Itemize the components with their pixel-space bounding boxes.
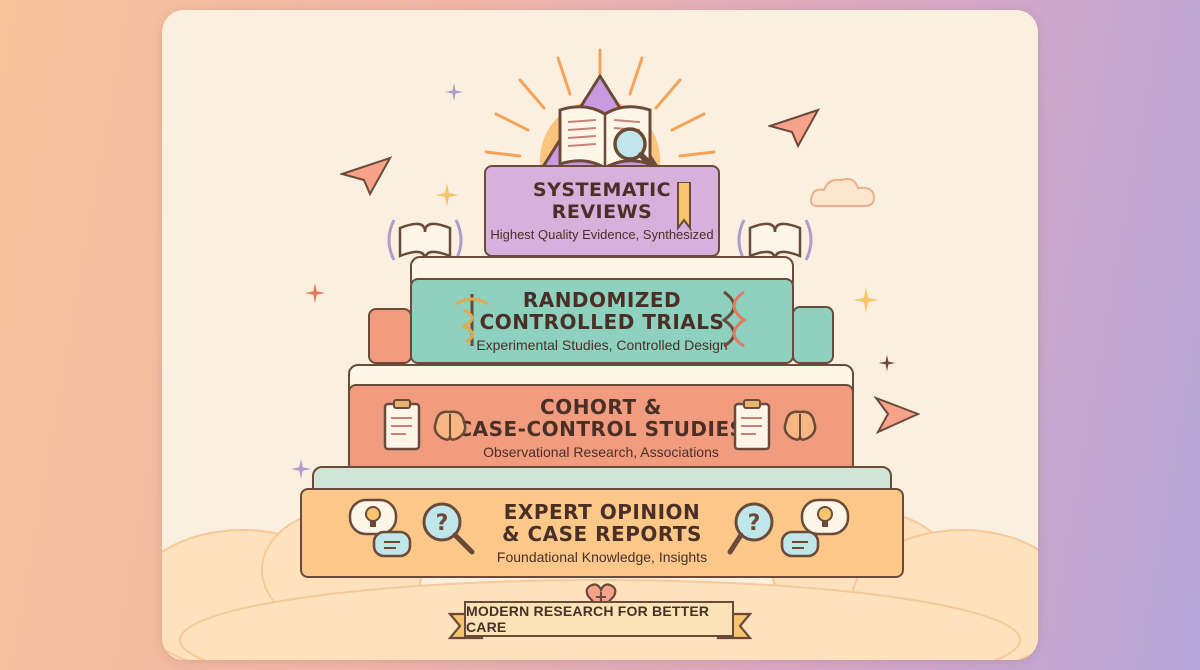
layer-2-subtitle: Experimental Studies, Controlled Design <box>476 337 728 354</box>
layer-3-title-line1: COHORT & <box>540 394 662 419</box>
paper-plane-icon <box>340 156 392 196</box>
chat-icon <box>780 530 820 558</box>
sparkle-icon <box>878 354 896 372</box>
bookmark-ribbon <box>677 182 691 231</box>
layer-3-subtitle: Observational Research, Associations <box>483 444 719 461</box>
sparkle-icon <box>444 82 464 102</box>
lightbulb-icon <box>348 498 398 536</box>
layer-4-subtitle: Foundational Knowledge, Insights <box>496 549 708 566</box>
layer-2-title-line1: RANDOMIZED <box>522 287 682 312</box>
lightbulb-icon <box>800 498 850 536</box>
sparkle-icon <box>290 458 312 480</box>
layer-1-title-line2: REVIEWS <box>551 200 653 223</box>
sparkle-icon <box>304 282 326 304</box>
question-icon: ? <box>422 502 475 555</box>
layer-4-title-line2: & CASE REPORTS <box>502 522 702 546</box>
caduceus-icon <box>455 294 489 346</box>
bottom-banner: MODERN RESEARCH FOR BETTER CARE <box>464 601 734 637</box>
layer-cohort-case-control: COHORT & CASE-CONTROL STUDIES Observatio… <box>348 384 854 472</box>
clipboard-icon <box>733 399 771 451</box>
infographic-card: SYSTEMATIC REVIEWS Highest Quality Evide… <box>162 10 1038 660</box>
layer-4-title-line1: EXPERT OPINION <box>503 499 701 524</box>
banner-text: MODERN RESEARCH FOR BETTER CARE <box>466 603 710 635</box>
layer-randomized-controlled-trials: RANDOMIZED CONTROLLED TRIALS Experimenta… <box>410 278 794 364</box>
brain-icon <box>433 410 467 441</box>
chat-icon <box>372 530 412 558</box>
laurel-icon <box>737 219 813 261</box>
laurel-icon <box>387 219 463 261</box>
svg-text:?: ? <box>748 511 761 536</box>
side-book-left <box>368 308 412 364</box>
dna-icon <box>721 290 747 348</box>
sparkle-icon <box>853 287 879 313</box>
layer-1-title-line1: SYSTEMATIC <box>532 179 672 202</box>
brain-icon <box>783 410 817 441</box>
layer-1-subtitle: Highest Quality Evidence, Synthesized <box>490 226 714 242</box>
layer-2-title-line2: CONTROLLED TRIALS <box>479 310 725 334</box>
paper-plane-icon <box>874 396 920 434</box>
clipboard-icon <box>383 399 421 451</box>
cloud-icon <box>809 178 876 207</box>
question-icon: ? <box>727 502 774 555</box>
svg-text:?: ? <box>436 511 449 536</box>
side-book-right <box>792 306 834 364</box>
sparkle-icon <box>435 183 459 207</box>
heart-icon <box>585 583 617 612</box>
paper-plane-icon <box>768 108 820 148</box>
layer-3-title-line2: CASE-CONTROL STUDIES <box>457 417 745 441</box>
